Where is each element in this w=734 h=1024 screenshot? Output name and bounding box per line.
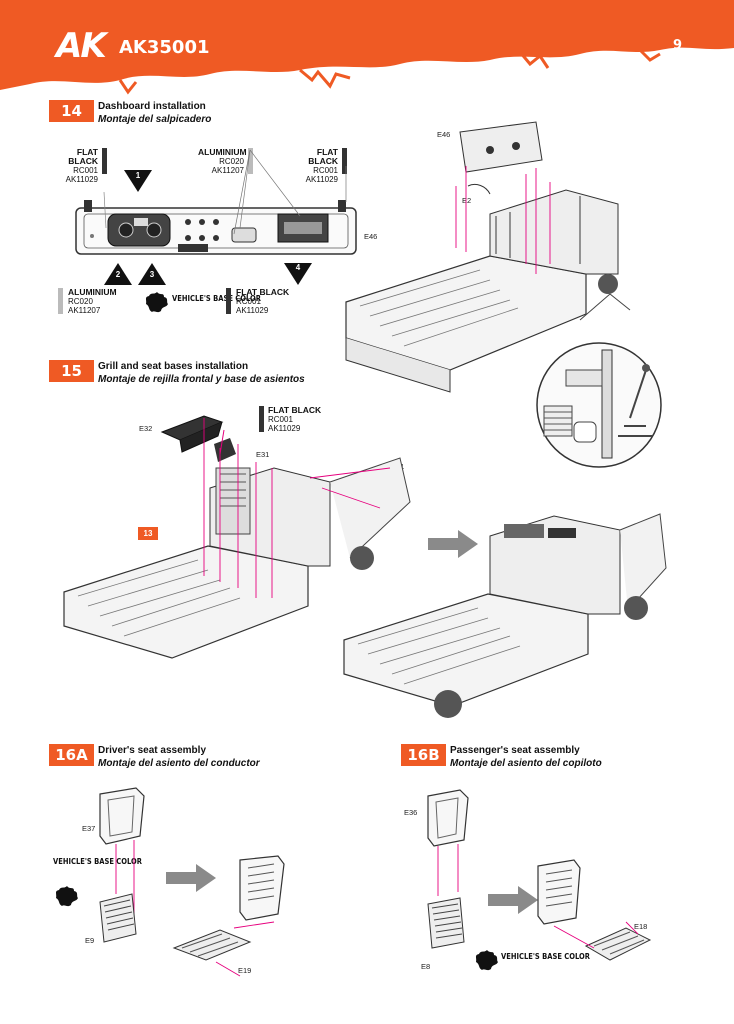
seat-base-drawing	[160, 415, 236, 462]
step-14-title: Dashboard installation	[98, 101, 206, 112]
paint-aluminium-bottom: ALUMINIUM RC020 AK11207	[68, 287, 117, 316]
part-label-e9: E9	[85, 936, 95, 945]
step-16a-subtitle: Montaje del asiento del conductor	[98, 758, 260, 769]
step-16b-subtitle: Montaje del asiento del copiloto	[450, 758, 602, 769]
seat-back-drawing	[427, 789, 469, 896]
vehicle-body-drawing	[345, 121, 631, 393]
part-label-e31: E31	[256, 450, 270, 459]
marker-1	[124, 170, 152, 192]
part-label-e19: E19	[238, 966, 252, 975]
paint-flat-black-bottom: FLAT BLACK RC001 AK11029	[236, 287, 290, 316]
step-16a-number: 16A	[49, 744, 94, 766]
product-code: AK35001	[119, 37, 210, 58]
vehicle-base-color-label: VEHICLE'S BASE COLOR	[172, 294, 261, 303]
arrow-right-icon	[428, 530, 478, 558]
marker-3-label: 3	[149, 270, 155, 279]
header-banner	[0, 0, 734, 95]
splash-icon	[56, 886, 78, 907]
step-16b-number: 16B	[401, 744, 446, 766]
part-label-e2: E2	[462, 196, 472, 205]
reference-step-13: 13	[138, 527, 158, 540]
paint-aluminium-top: ALUMINIUM RC020 AK11207	[198, 147, 247, 176]
part-label-e32: E32	[139, 424, 153, 433]
marker-2-label: 2	[115, 270, 121, 279]
paint-flat-black-step15: FLAT BLACK RC001 AK11029	[268, 405, 322, 434]
vehicle-base-color-label: VEHICLE'S BASE COLOR	[53, 857, 142, 866]
driver-seat-assembled	[172, 855, 285, 977]
part-label-e37: E37	[82, 824, 96, 833]
passenger-seat-assembled	[537, 859, 652, 961]
vehicle-body-step15	[63, 418, 411, 659]
marker-2	[104, 263, 132, 285]
detail-callout	[536, 342, 662, 468]
splash-icon	[476, 950, 498, 971]
marker-4-label: 4	[295, 263, 301, 272]
swatch-aluminium	[58, 288, 63, 314]
swatch-flat-black	[342, 148, 347, 174]
swatch-flat-black	[226, 288, 231, 314]
step-15-title: Grill and seat bases installation	[98, 361, 249, 372]
vehicle-base-color-label: VEHICLE'S BASE COLOR	[501, 952, 590, 961]
paint-flat-black-right: FLAT BLACK RC001 AK11029	[305, 147, 338, 185]
vehicle-body-assembled	[343, 513, 667, 718]
splash-icon	[146, 292, 168, 313]
seat-frame-drawing	[427, 897, 465, 949]
part-label-e46: E46	[364, 232, 378, 241]
swatch-flat-black	[102, 148, 107, 174]
step-16a-title: Driver's seat assembly	[98, 745, 207, 756]
part-label-e8: E8	[421, 962, 431, 971]
swatch-flat-black	[259, 406, 264, 432]
paint-flat-black-left: FLAT BLACK RC001 AK11029	[65, 147, 98, 185]
part-label-e46: E46	[437, 130, 451, 139]
marker-4	[284, 263, 312, 285]
part-label-e36: E36	[404, 808, 418, 817]
step-15-subtitle: Montaje de rejilla frontal y base de asi…	[98, 374, 305, 385]
seat-back-drawing	[99, 787, 145, 914]
part-label-e18: E18	[634, 922, 648, 931]
step-14-number: 14	[49, 100, 94, 122]
step-14-subtitle: Montaje del salpicadero	[98, 114, 212, 125]
marker-3	[138, 263, 166, 285]
step-16b-title: Passenger's seat assembly	[450, 745, 580, 756]
marker-1-label: 1	[135, 171, 141, 180]
arrow-right-icon	[488, 886, 538, 914]
dashboard-drawing	[75, 149, 357, 255]
arrow-right-icon	[166, 864, 216, 892]
step-15-number: 15	[49, 360, 94, 382]
brand-logo: AK	[56, 26, 107, 66]
seat-frame-drawing	[99, 893, 137, 943]
page-header: AK AK35001 9	[0, 0, 734, 96]
page-number: 9	[673, 38, 683, 53]
swatch-aluminium	[248, 148, 253, 174]
